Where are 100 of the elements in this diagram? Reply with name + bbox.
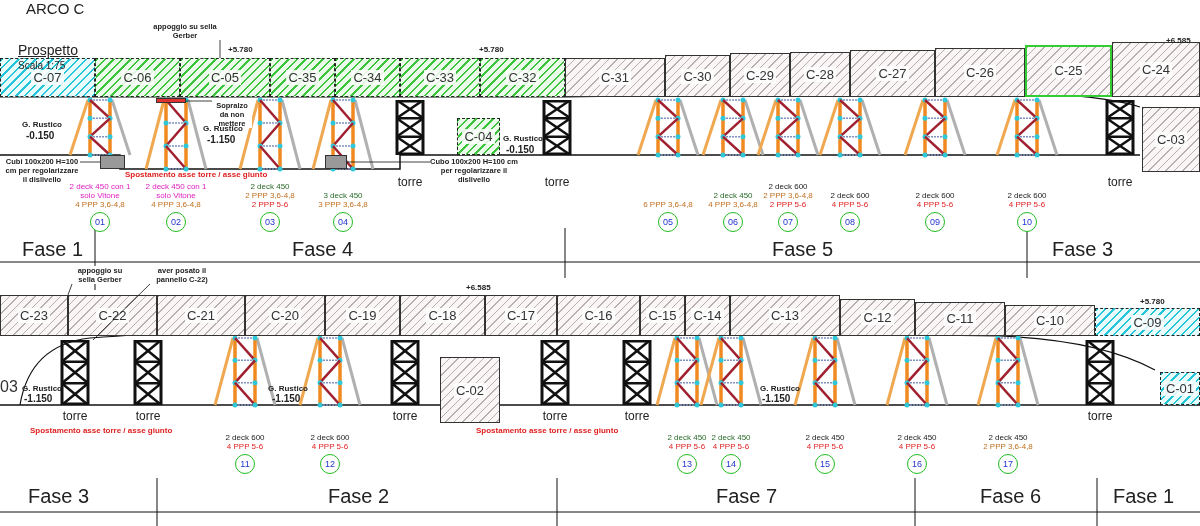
- panel-code: C-12: [861, 309, 894, 325]
- hatched-panel: [0, 295, 68, 336]
- callout-number: 03: [260, 212, 280, 232]
- annotation-text: G. Rustico: [22, 120, 62, 129]
- panel-code: C-05: [208, 70, 242, 85]
- callout-number: 06: [723, 212, 743, 232]
- panel-code: C-26: [963, 64, 997, 80]
- panel-code: C-13: [768, 308, 802, 323]
- view-heading: Prospetto: [18, 42, 78, 58]
- support-spec-text: 4 PPP 5-6: [1008, 200, 1046, 209]
- annotation-text: +5.780: [228, 45, 253, 54]
- leader-line: [67, 283, 73, 296]
- support-spec-text: 2 deck 600: [915, 191, 955, 200]
- callout-number: 09: [925, 212, 945, 232]
- leader-line: [219, 39, 221, 59]
- hatched-panel: [180, 58, 270, 97]
- panel-code: C-03: [1154, 132, 1188, 147]
- callout-number: 01: [90, 212, 110, 232]
- panel-code: C-16: [582, 308, 615, 323]
- annotation-text: -1.150: [762, 393, 791, 404]
- support-spec-text: 4 PPP 5-6: [898, 442, 936, 451]
- hatched-panel: [68, 295, 157, 336]
- support-spec-text: 2 deck 600: [225, 433, 265, 442]
- hatched-panel: [457, 118, 500, 155]
- panel-code: C-17: [504, 308, 538, 323]
- annotation-text: -0.150: [26, 130, 55, 141]
- panel-code: C-24: [1139, 62, 1173, 78]
- support-spec-text: 3 PPP 3,6-4,8: [318, 200, 368, 209]
- leader-line: [346, 161, 431, 163]
- panel-code: C-04: [462, 129, 495, 144]
- hatched-panel: [557, 295, 640, 336]
- phase-label: Fase 3: [28, 485, 90, 508]
- annotation-text: Spostamento asse torre / asse giunto: [476, 426, 619, 435]
- hatched-panel: [935, 47, 1025, 97]
- bearing-plate: [156, 98, 186, 103]
- tower-label: torre: [1087, 409, 1113, 423]
- annotation-text: +5.780: [479, 45, 504, 54]
- callout-number: 02: [166, 212, 186, 232]
- panel-code: C-06: [121, 70, 154, 85]
- support-spec-text: 2 PPP 5-6: [769, 200, 807, 209]
- callout-number: 08: [840, 212, 860, 232]
- callout-number: 05: [658, 212, 678, 232]
- tower-label: torre: [392, 409, 418, 423]
- concrete-block: [325, 155, 347, 169]
- panel-code: C-34: [351, 70, 384, 85]
- support-spec-text: 2 deck 600: [1007, 191, 1047, 200]
- phase-label: Fase 3: [1052, 238, 1114, 261]
- concrete-block: [100, 155, 125, 169]
- hatched-panel: [325, 295, 400, 336]
- hatched-panel: [1095, 308, 1200, 336]
- hatched-panel: [915, 301, 1005, 336]
- panel-code: C-31: [598, 70, 632, 85]
- panel-code: C-19: [346, 308, 379, 323]
- tower-label: torre: [135, 409, 161, 423]
- panel-code: C-33: [423, 70, 457, 85]
- callout-number: 16: [907, 454, 927, 474]
- support-spec-text: 6 PPP 3,6-4,8: [643, 200, 693, 209]
- annotation-text: -1.150: [24, 393, 53, 404]
- annotation-text: G. Rustico: [503, 134, 543, 143]
- support-spec-text: 2 PPP 3,6-4,8: [983, 442, 1033, 451]
- hatched-panel: [480, 58, 565, 97]
- support-spec-text: 2 deck 450: [805, 433, 845, 442]
- phase-label: Fase 1: [1113, 485, 1175, 508]
- hatched-panel: [640, 295, 685, 336]
- support-spec-text: 4 PPP 3,6-4,8: [708, 200, 758, 209]
- panel-code: C-09: [1131, 314, 1164, 330]
- callout-number: 12: [320, 454, 340, 474]
- support-spec-text: 3 deck 450: [323, 191, 363, 200]
- panel-code: C-22: [96, 308, 129, 323]
- panel-code: C-27: [876, 65, 909, 81]
- panel-code: C-30: [681, 68, 714, 84]
- support-spec-text: 4 PPP 5-6: [712, 442, 750, 451]
- support-spec-text: 2 deck 450 con 1 solo Vitone: [144, 182, 208, 200]
- hatched-panel: [730, 53, 790, 97]
- support-spec-text: 4 PPP 5-6: [916, 200, 954, 209]
- panel-code: C-11: [944, 311, 976, 327]
- phase-label: Fase 5: [772, 238, 834, 261]
- panel-code: C-02: [453, 382, 487, 398]
- hatched-panel: [485, 295, 557, 336]
- support-spec-text: 4 PPP 3,6-4,8: [151, 200, 201, 209]
- panel-code: C-25: [1052, 63, 1085, 79]
- panel-code: C-18: [426, 308, 459, 323]
- tower-label: torre: [62, 409, 88, 423]
- support-spec-text: 2 deck 450: [988, 433, 1028, 442]
- annotation-text: +6.585: [466, 283, 491, 292]
- support-spec-text: 2 deck 450 con 1 solo Vitone: [68, 182, 132, 200]
- hatched-panel: [157, 295, 245, 336]
- support-spec-text: 4 PPP 5-6: [226, 442, 264, 451]
- hatched-panel: [565, 58, 665, 97]
- panel-code: C-01: [1163, 381, 1197, 396]
- hatched-panel: [665, 55, 730, 97]
- phase-label: Fase 1: [22, 238, 84, 261]
- panel-code: C-07: [31, 70, 64, 85]
- support-spec-text: 2 deck 450: [711, 433, 751, 442]
- callout-number: 13: [677, 454, 697, 474]
- tower-label: torre: [542, 409, 568, 423]
- hatched-panel: [400, 58, 480, 97]
- leader-line: [92, 283, 151, 341]
- hatched-panel: [840, 298, 915, 336]
- support-spec-text: 2 deck 600: [830, 191, 870, 200]
